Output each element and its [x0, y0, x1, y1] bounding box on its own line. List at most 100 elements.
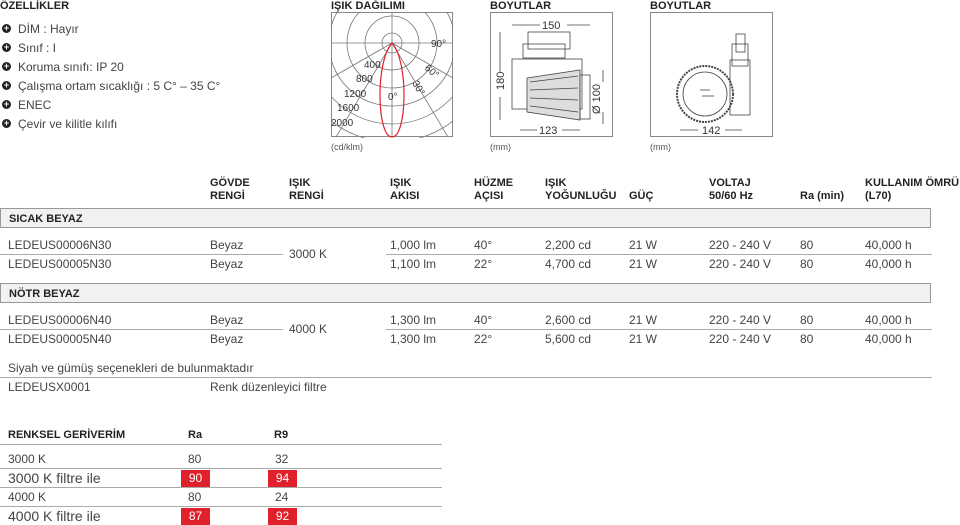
dim-width: 142 — [702, 125, 720, 137]
plus-bullet-icon: + — [2, 99, 11, 109]
column-header-line1: VOLTAJ — [709, 177, 751, 189]
column-header-line2: Ra (min) — [800, 190, 844, 202]
cri-ra: 80 — [188, 452, 202, 466]
table-cell: 21 W — [629, 332, 658, 346]
cri-title: RENKSEL GERİVERİM — [8, 429, 126, 441]
features-title: ÖZELLİKLER — [0, 0, 70, 12]
cri-ra-badge: 90 — [181, 470, 210, 487]
column-header-line1: IŞIK — [545, 177, 567, 189]
plus-bullet-icon: + — [2, 80, 11, 90]
table-cell: LEDEUS00006N30 — [8, 238, 112, 252]
feature-label: Sınıf : I — [18, 40, 57, 55]
table-cell: 220 - 240 V — [709, 313, 772, 327]
row-divider — [0, 506, 442, 507]
table-cell: 40,000 h — [865, 238, 912, 252]
column-header-line2: YOĞUNLUĞU — [545, 190, 617, 202]
column-header-line1: IŞIK — [289, 177, 311, 189]
table-cell: 2,200 cd — [545, 238, 592, 252]
table-cell: Beyaz — [210, 238, 244, 252]
table-cell: 21 W — [629, 257, 658, 271]
polar-curve — [379, 42, 405, 138]
table-cell: 1,300 lm — [390, 332, 437, 346]
table-cell: Beyaz — [210, 332, 244, 346]
cri-row-label: 4000 K — [8, 490, 47, 504]
dims-unit-2: (mm) — [650, 142, 671, 152]
cri-row-label: 4000 K filtre ile — [8, 508, 101, 524]
row-divider — [386, 254, 932, 255]
table-cell: 22° — [474, 257, 493, 271]
table-cell: 21 W — [629, 238, 658, 252]
group-band: NÖTR BEYAZ — [0, 283, 931, 303]
column-header-line2: RENGİ — [289, 190, 324, 202]
row-divider — [0, 487, 442, 488]
table-cell: 5,600 cd — [545, 332, 592, 346]
table-cell: 40,000 h — [865, 257, 912, 271]
front-view-drawing: 142 — [650, 12, 773, 137]
column-header-line2: 50/60 Hz — [709, 190, 754, 202]
table-cell: 40° — [474, 238, 493, 252]
table-cell: 2,600 cd — [545, 313, 592, 327]
table-cell: 40,000 h — [865, 313, 912, 327]
cri-row-label: 3000 K — [8, 452, 47, 466]
accessory-desc: Renk düzenleyici filtre — [210, 380, 327, 394]
features-list: +DİM : Hayır+Sınıf : I+Koruma sınıfı: IP… — [2, 19, 220, 133]
plus-bullet-icon: + — [2, 42, 11, 52]
cri-r9: 32 — [275, 452, 289, 466]
column-header-line2: GÜÇ — [629, 190, 654, 202]
column-header-line2: RENGİ — [210, 190, 245, 202]
table-cell: 21 W — [629, 313, 658, 327]
cri-r9-header: R9 — [274, 429, 289, 441]
table-cell: Beyaz — [210, 257, 244, 271]
availability-note: Siyah ve gümüş seçenekleri de bulunmakta… — [8, 361, 254, 375]
column-header-line1: GÖVDE — [210, 177, 250, 189]
dim-depth: 123 — [539, 125, 557, 137]
table-cell: 40° — [474, 313, 493, 327]
polar-title: IŞIK DAĞILIMI — [331, 0, 405, 12]
polar-unit: (cd/klm) — [331, 142, 363, 152]
column-header-line2: AKISI — [390, 190, 420, 202]
table-cell: 80 — [800, 332, 814, 346]
radial-label: 1600 — [337, 103, 360, 114]
table-cell: LEDEUS00005N40 — [8, 332, 112, 346]
dims-unit: (mm) — [490, 142, 511, 152]
column-header-line2: (L70) — [865, 190, 892, 202]
side-view-drawing: 150 180 Ø 100 123 — [490, 12, 613, 137]
column-header-line1: KULLANIM ÖMRÜ — [865, 177, 960, 189]
radial-label: 800 — [356, 74, 373, 85]
polar-diagram: 400 800 1200 1600 2000 90° 60° 30° 0° — [331, 12, 453, 138]
divider — [0, 444, 442, 445]
plus-bullet-icon: + — [2, 61, 11, 71]
angle-label: 90° — [431, 39, 446, 50]
table-cell: 4,700 cd — [545, 257, 592, 271]
feature-item: +DİM : Hayır — [2, 19, 220, 38]
row-divider — [0, 254, 283, 255]
table-cell: Beyaz — [210, 313, 244, 327]
row-divider — [0, 468, 442, 469]
group-title: NÖTR BEYAZ — [9, 288, 80, 300]
feature-item: + Koruma sınıfı: IP 20 — [2, 57, 220, 76]
cri-ra-badge: 87 — [181, 508, 210, 525]
feature-label: Koruma sınıfı: IP 20 — [18, 59, 124, 74]
cri-row-label: 3000 K filtre ile — [8, 470, 101, 486]
feature-label: ENEC — [18, 97, 52, 112]
table-cell: 1,300 lm — [390, 313, 437, 327]
plus-bullet-icon: + — [2, 118, 11, 128]
table-cell: 1,100 lm — [390, 257, 437, 271]
table-cell: 80 — [800, 257, 814, 271]
feature-label: Çalışma ortam sıcaklığı : 5 C° – 35 C° — [18, 78, 221, 93]
cri-ra-header: Ra — [188, 429, 203, 441]
radial-label: 400 — [364, 60, 381, 71]
column-header-line2: AÇISI — [474, 190, 504, 202]
column-header-line1: HÜZME — [474, 177, 514, 189]
dims-title-2: BOYUTLAR — [650, 0, 712, 12]
feature-item: + Sınıf : I — [2, 38, 220, 57]
accessory-code: LEDEUSX0001 — [8, 380, 91, 394]
group-band: SICAK BEYAZ — [0, 208, 931, 228]
radial-label: 2000 — [331, 118, 354, 129]
color-temp: 4000 K — [289, 322, 328, 336]
cri-r9-badge: 92 — [268, 508, 297, 525]
angle-label: 0° — [388, 92, 398, 103]
table-cell: 220 - 240 V — [709, 257, 772, 271]
cri-ra: 80 — [188, 490, 202, 504]
feature-label: DİM : Hayır — [18, 21, 79, 36]
